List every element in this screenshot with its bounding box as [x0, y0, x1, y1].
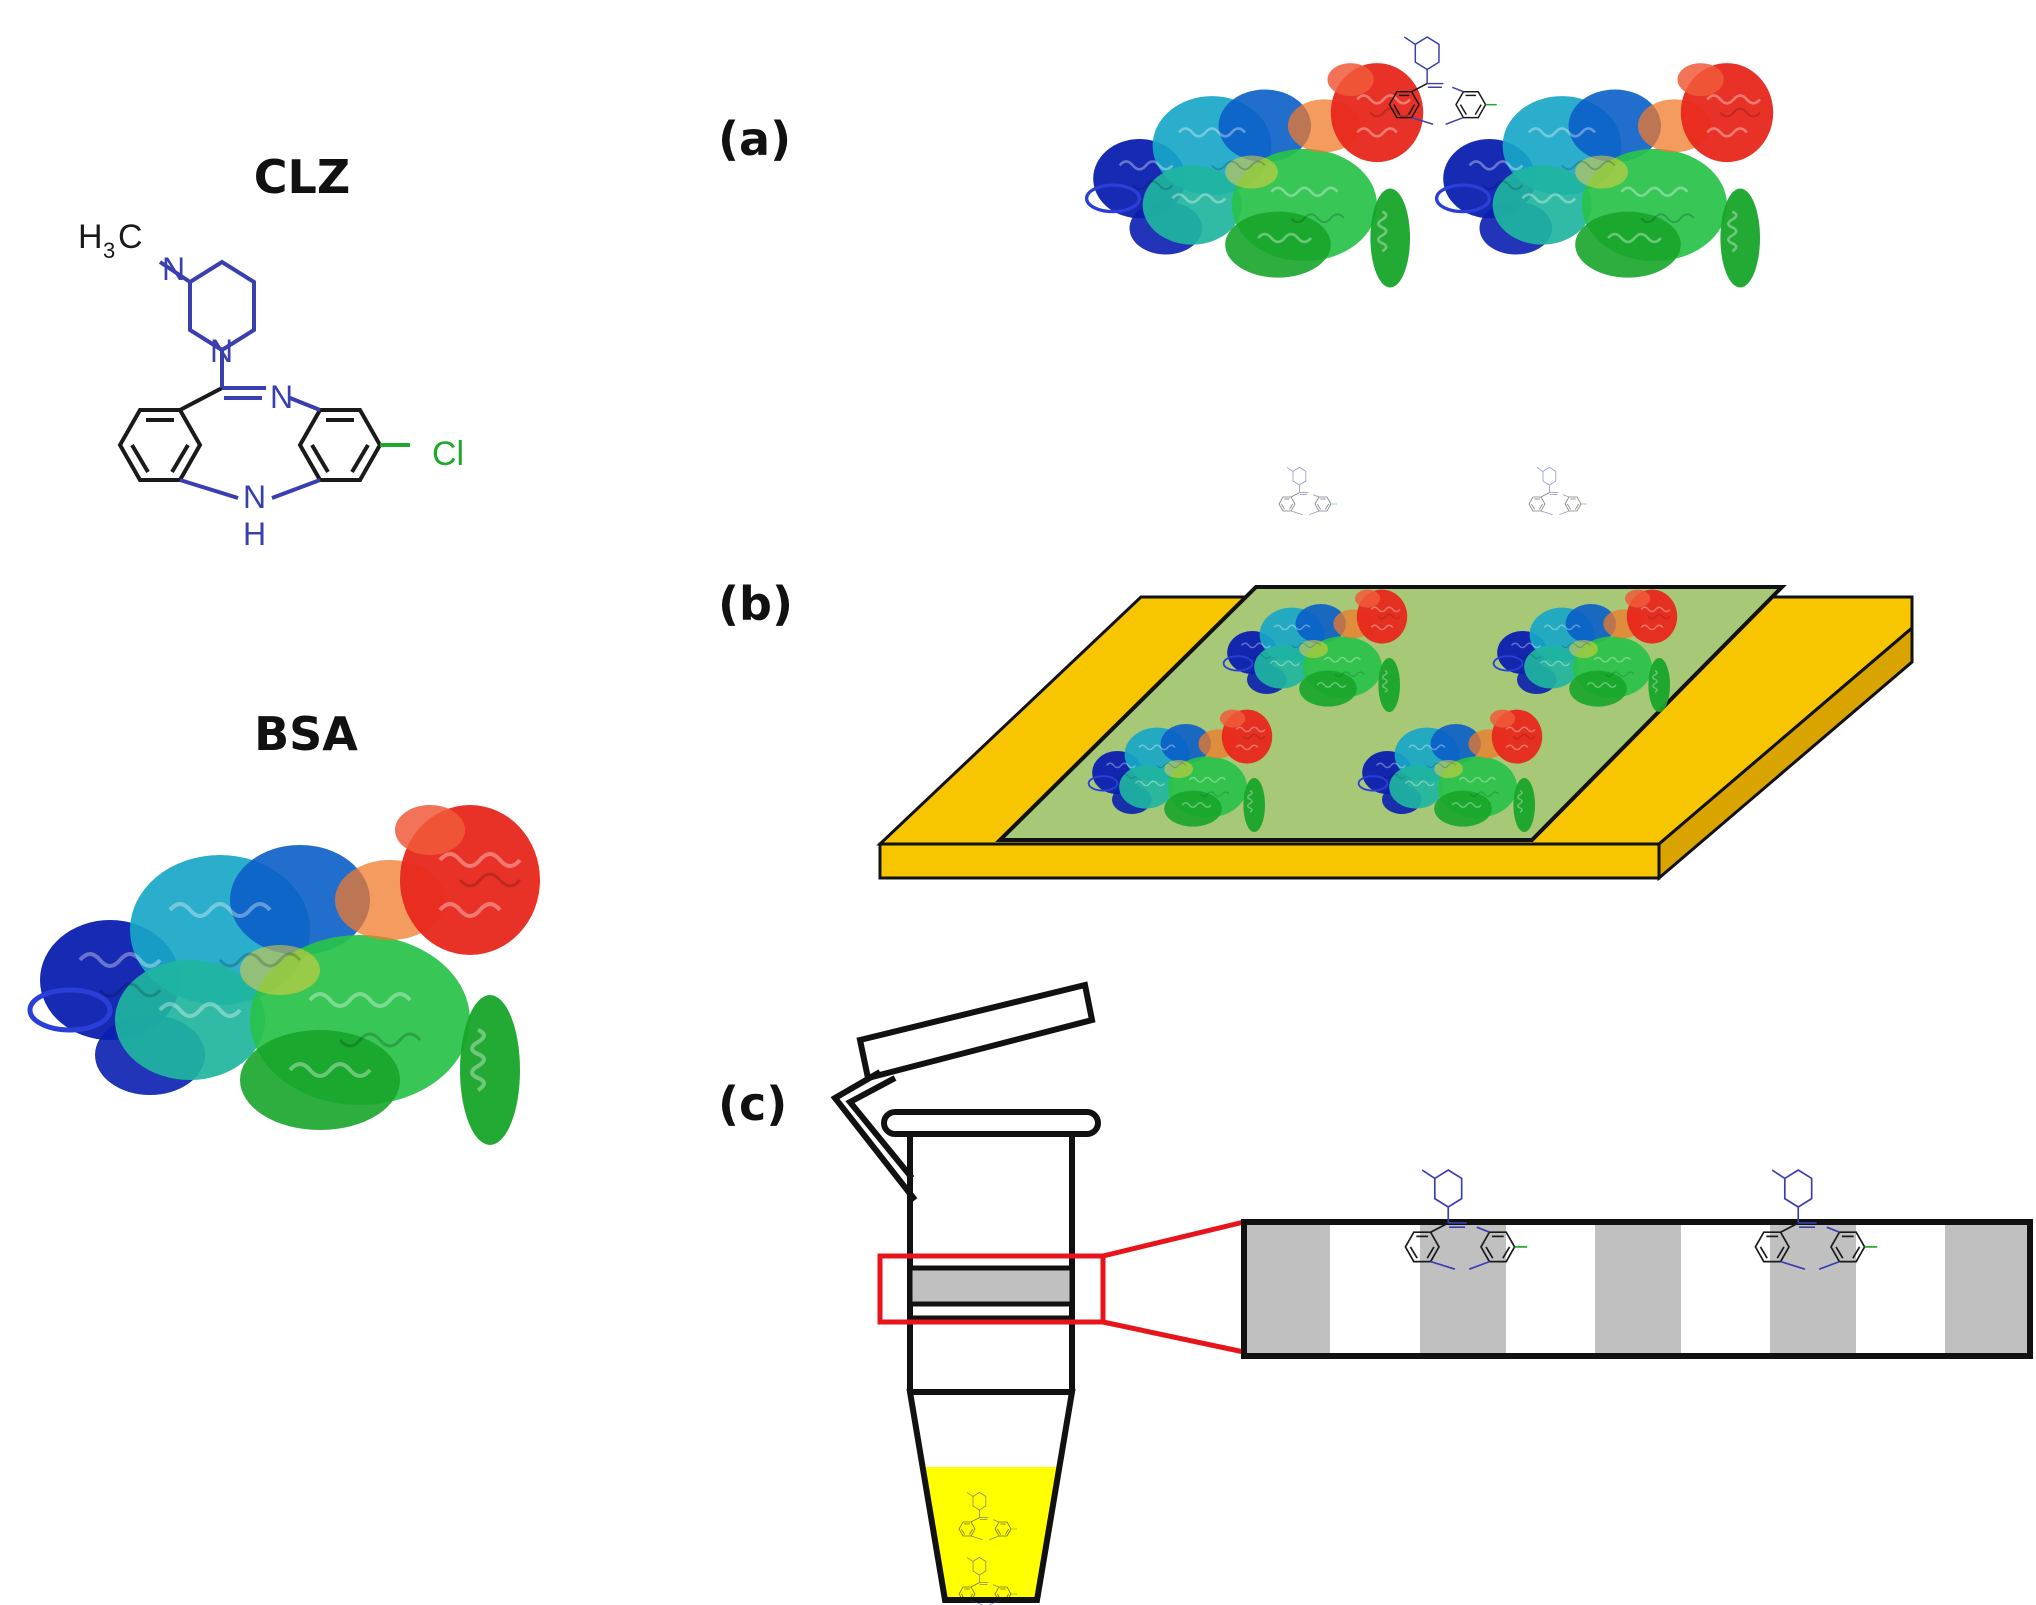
zoomed-strip — [1241, 1219, 2033, 1359]
bsa-title: BSA — [254, 707, 358, 761]
panel-c-label: (c) — [718, 1077, 787, 1131]
zoom-line-bottom — [1102, 1319, 1245, 1355]
clz-title: CLZ — [254, 150, 350, 204]
n2-label: N — [210, 333, 233, 369]
panel-b-label: (b) — [718, 577, 793, 631]
methyl-subscript-label: 3 — [103, 238, 115, 263]
nh-h-label: H — [243, 516, 266, 552]
microtube — [830, 981, 1101, 1395]
panel-a-protein-right — [1434, 61, 1775, 290]
clz-structure: H 3 C N N N N H Cl — [78, 218, 464, 552]
n1-label: N — [162, 251, 185, 287]
tube-cone — [906, 1389, 1076, 1603]
nh-n-label: N — [243, 479, 266, 515]
methyl-c-label: C — [118, 218, 143, 256]
panel-b-clz-faint-right — [1528, 466, 1588, 515]
zoom-highlight-box — [877, 1253, 1106, 1325]
tube-solution — [925, 1467, 1057, 1600]
panel-a-protein-left — [1084, 61, 1425, 290]
cl-label: Cl — [432, 435, 464, 473]
panel-a-label: (a) — [718, 112, 791, 166]
panel-b-clz-faint-left — [1278, 466, 1338, 515]
n3-label: N — [270, 379, 293, 415]
methyl-h-label: H — [78, 218, 103, 256]
bsa-protein — [30, 805, 540, 1145]
zoom-line-top — [1102, 1219, 1245, 1259]
tube-polymer-band — [907, 1265, 1075, 1307]
